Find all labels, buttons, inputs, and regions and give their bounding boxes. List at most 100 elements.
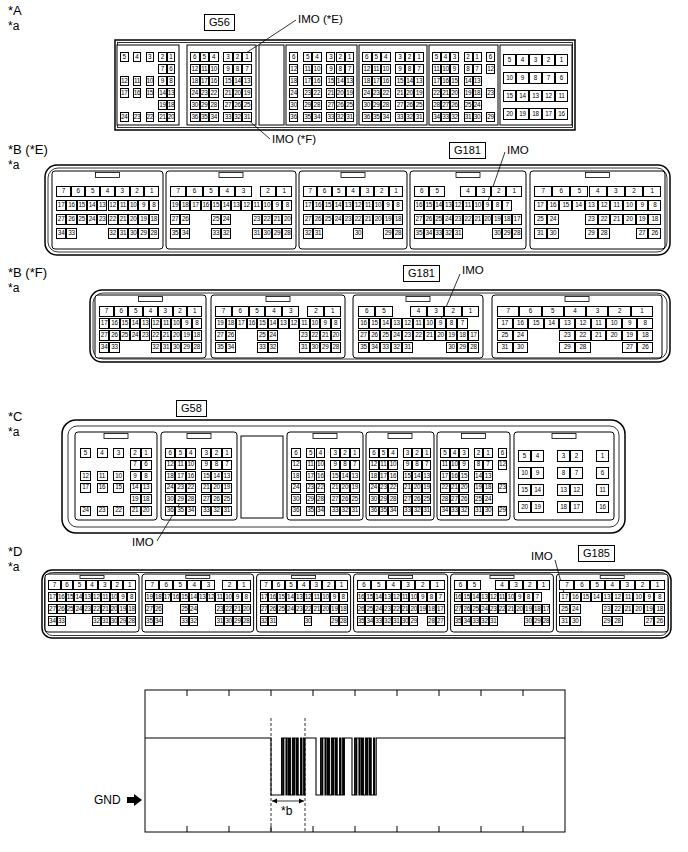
pin-number: 8 bbox=[393, 200, 403, 211]
pin-number: 21 bbox=[403, 483, 413, 493]
pin-number: 27 bbox=[303, 214, 313, 225]
pin-number: 12 bbox=[612, 592, 623, 602]
pin-number: 8 bbox=[654, 592, 665, 602]
pin-number: 32 bbox=[391, 342, 402, 353]
pin-number: 26 bbox=[180, 214, 190, 225]
pin-number: 13 bbox=[222, 471, 232, 481]
pin-number: 9 bbox=[233, 592, 242, 602]
waveform-frame bbox=[145, 690, 565, 832]
pin-number: 6 bbox=[358, 306, 375, 317]
pin-number: 32 bbox=[108, 228, 118, 239]
pin-number: 20 bbox=[373, 214, 383, 225]
pin-number: 24 bbox=[369, 483, 379, 493]
pin-number: 14 bbox=[544, 318, 560, 329]
pin-number: 18 bbox=[457, 330, 468, 341]
connector-housing bbox=[118, 43, 573, 128]
pin-number: 19 bbox=[422, 483, 432, 493]
pin-number: 13 bbox=[345, 76, 354, 86]
figure-label: *C bbox=[8, 410, 22, 424]
connector-section bbox=[286, 45, 357, 125]
grid-tick bbox=[481, 690, 482, 832]
connector-code-box: G185 bbox=[578, 545, 615, 562]
pin-number: 15 bbox=[462, 592, 471, 602]
connector-section bbox=[161, 432, 237, 520]
pin-number: 20 bbox=[331, 330, 342, 341]
pin-number: 5 bbox=[375, 306, 392, 317]
pin-number: 8 bbox=[492, 200, 502, 211]
pin-number: 5 bbox=[85, 186, 100, 197]
pin-number: 19 bbox=[222, 483, 232, 493]
pin-number: 17 bbox=[512, 214, 522, 225]
pin-number: 29 bbox=[303, 100, 312, 110]
pin-number: 11 bbox=[555, 90, 568, 102]
pin-number: 7 bbox=[242, 64, 252, 74]
pin-number: 23 bbox=[372, 88, 382, 98]
pin-number: 22 bbox=[575, 330, 591, 341]
connector-code: G181 bbox=[408, 267, 435, 279]
pin-number: 17 bbox=[542, 108, 555, 120]
pin-number: 34 bbox=[432, 112, 441, 122]
pin-number: 18 bbox=[141, 494, 152, 504]
pin-number: 26 bbox=[233, 100, 243, 110]
pin-number: 36 bbox=[190, 112, 200, 122]
pin-number: 8 bbox=[149, 200, 159, 211]
pin-number: 19 bbox=[242, 88, 252, 98]
pin-number: 26 bbox=[462, 604, 471, 614]
lock-tab bbox=[104, 434, 128, 439]
pin-number: 24 bbox=[483, 494, 493, 504]
pin-number: 29 bbox=[233, 616, 242, 626]
connector-section bbox=[211, 295, 345, 358]
pin-number: 24 bbox=[333, 214, 343, 225]
pin-number: 15 bbox=[180, 592, 189, 602]
pin-number: 34 bbox=[154, 616, 163, 626]
connector-code-box: G181 bbox=[403, 265, 440, 282]
pin-number: 23 bbox=[97, 506, 108, 516]
pin-number: 13 bbox=[295, 592, 304, 602]
pin-number: 19 bbox=[622, 330, 638, 341]
pin-number: 21 bbox=[450, 483, 460, 493]
pin-number: 14 bbox=[87, 200, 97, 211]
pin-number: 10 bbox=[606, 318, 622, 329]
connector-code-box: G181 bbox=[449, 142, 486, 159]
connector-section bbox=[142, 574, 254, 632]
pin-number: 19 bbox=[181, 330, 191, 341]
pin-number: 16 bbox=[312, 76, 321, 86]
pin-number: 20 bbox=[412, 483, 422, 493]
pin-number: 19 bbox=[418, 604, 427, 614]
lock-tab bbox=[292, 576, 316, 579]
pin-number: 7 bbox=[473, 64, 482, 74]
pin-number: 8 bbox=[211, 460, 221, 470]
pin-number: 8 bbox=[529, 72, 542, 84]
pin-number: 25 bbox=[471, 604, 480, 614]
pin-number: 25 bbox=[323, 214, 333, 225]
connector-section bbox=[299, 171, 407, 249]
pin-number: 23 bbox=[453, 214, 463, 225]
pin-number: 27 bbox=[99, 330, 109, 341]
pin-number: 7 bbox=[559, 580, 574, 590]
pin-number: 16 bbox=[97, 483, 108, 493]
pin-number: 7 bbox=[345, 64, 354, 74]
pin-number: 15 bbox=[201, 471, 211, 481]
pin-number: 3 bbox=[427, 306, 444, 317]
pin-number: 22 bbox=[353, 214, 363, 225]
pin-number: 17 bbox=[432, 76, 441, 86]
pin-number: 31 bbox=[422, 506, 432, 516]
pin-number: 10 bbox=[310, 318, 321, 329]
pin-number: 29 bbox=[320, 342, 331, 353]
pin-number: 31 bbox=[313, 228, 323, 239]
pin-number: 9 bbox=[644, 592, 655, 602]
pin-number: 8 bbox=[282, 200, 292, 211]
pin-number: 25 bbox=[66, 604, 75, 614]
pin-number: 7 bbox=[48, 580, 61, 590]
pin-number: 2 bbox=[415, 580, 430, 590]
pin-number: 34 bbox=[381, 112, 391, 122]
pin-number: 22 bbox=[186, 483, 196, 493]
pin-number: 9 bbox=[138, 200, 148, 211]
pin-number: 24 bbox=[374, 604, 383, 614]
pin-number: 9 bbox=[515, 592, 524, 602]
pin-number: 25 bbox=[464, 100, 473, 110]
signal-name: IMO (*E) bbox=[298, 13, 343, 25]
pin-number: 18 bbox=[339, 604, 348, 614]
pin-number: 33 bbox=[257, 342, 268, 353]
pin-number: 30 bbox=[291, 494, 301, 504]
